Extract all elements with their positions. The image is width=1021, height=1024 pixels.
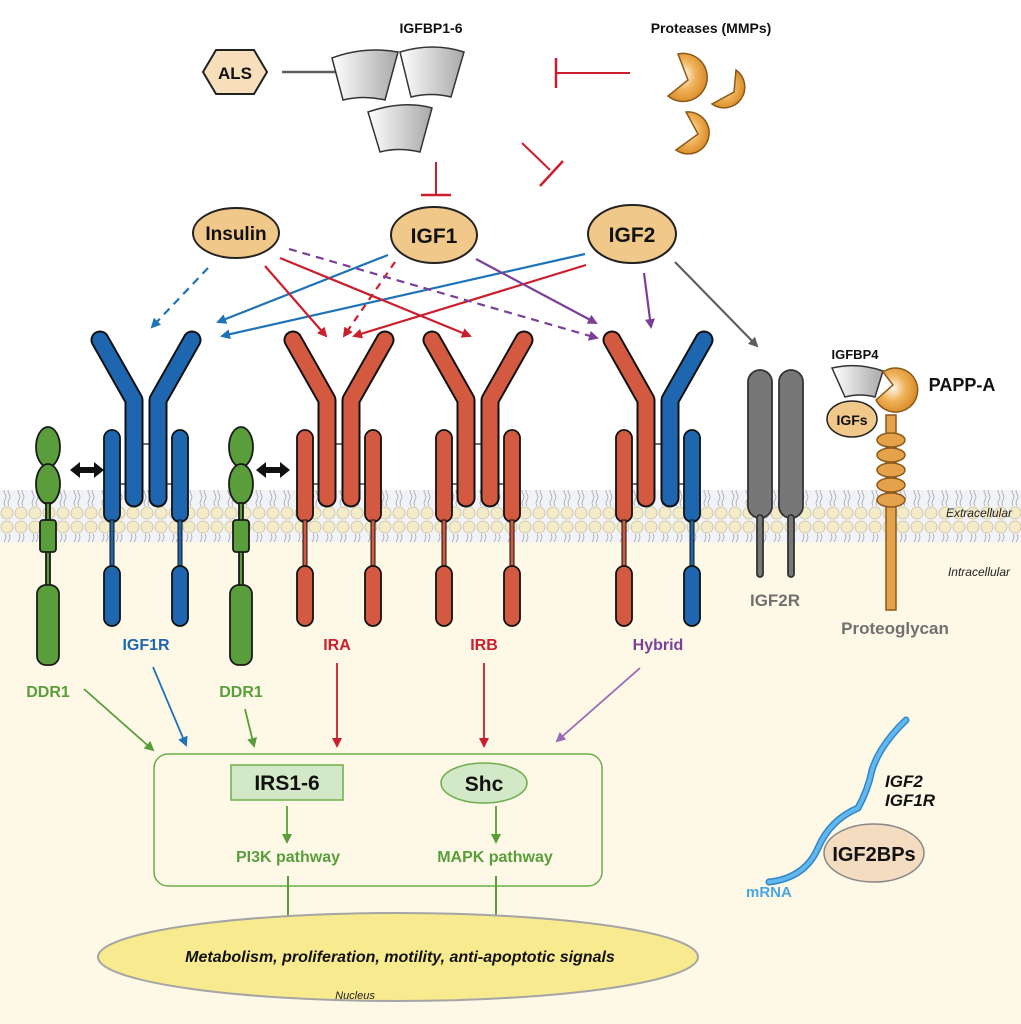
igf1-to-igf1r-arrow <box>216 253 389 324</box>
ddr1-right-downstream-arrow <box>244 708 257 748</box>
insulin-ligand: Insulin <box>192 207 280 259</box>
igf2bps-node <box>823 823 925 883</box>
hybrid-receptor <box>602 330 714 627</box>
alpha-subunit-right <box>480 330 534 627</box>
igf2-to-igf2r-arrow <box>674 261 759 348</box>
igf2-label: IGF2 <box>609 224 656 247</box>
igf2-to-igf1r-arrow <box>220 252 586 340</box>
mrna-label: mRNA <box>746 884 792 901</box>
shc-node <box>440 762 528 804</box>
alpha-subunit-left <box>602 330 656 627</box>
nucleus-outcome-text: Metabolism, proliferation, motility, ant… <box>185 949 615 966</box>
igf1-label: IGF1 <box>411 225 458 248</box>
igf2-to-hybrid-arrow <box>642 272 655 329</box>
ddr1-left-receptor <box>35 426 61 666</box>
igf2-ligand: IGF2 <box>587 204 677 264</box>
ddr1-left-label: DDR1 <box>26 684 70 701</box>
igf2-gene-label: IGF2 <box>885 772 923 791</box>
igfbp-label: IGFBP1-6 <box>399 20 462 36</box>
insulin-to-igf1r-arrow <box>150 267 209 329</box>
ira-label: IRA <box>323 637 351 654</box>
insulin-to-ira-arrow <box>264 265 328 338</box>
irb-receptor <box>422 330 534 627</box>
als-label: ALS <box>218 64 252 83</box>
igf1-to-hybrid-arrow <box>475 258 598 324</box>
pi3k-label: PI3K pathway <box>236 849 340 866</box>
igfs-ligand <box>826 400 878 438</box>
nucleus <box>97 912 699 1002</box>
igfs-label: IGFs <box>836 412 867 428</box>
downstream-arrows <box>83 663 641 752</box>
ddr1-left-downstream-arrow <box>83 688 155 752</box>
insulin-to-irb-arrow <box>279 256 472 338</box>
igf1r-gene-label: IGF1R <box>885 791 936 810</box>
igf1-ligand: IGF1 <box>390 206 478 264</box>
alpha-subunit-left <box>422 330 476 627</box>
shc-label: Shc <box>465 773 504 796</box>
intracellular-label: Intracellular <box>948 565 1011 579</box>
alpha-subunit-right <box>341 330 395 627</box>
igfbp4-label: IGFBP4 <box>832 347 880 362</box>
nucleus-label: Nucleus <box>335 990 375 1002</box>
ddr1-right-label: DDR1 <box>219 684 263 701</box>
igf1-to-ira-arrow <box>342 261 396 338</box>
alpha-subunit-left <box>90 330 144 627</box>
igf1r-receptor <box>90 330 202 627</box>
receptors-group <box>90 330 714 627</box>
signaling-box <box>153 753 603 887</box>
extracellular-label: Extracellular <box>946 506 1013 520</box>
alpha-subunit-right <box>148 330 202 627</box>
proteoglycan <box>876 414 906 611</box>
pappa-protease <box>875 367 919 413</box>
alpha-subunit-right <box>660 330 714 627</box>
insulin-label: Insulin <box>205 224 266 245</box>
ddr1-right-receptor <box>228 426 254 666</box>
proteoglycan-label: Proteoglycan <box>841 619 949 638</box>
igfbp-igf2-inhibit-line <box>521 142 551 171</box>
alpha-subunit-left <box>283 330 337 627</box>
ddr1-ira-crosstalk-arrow <box>256 462 290 478</box>
pappa-label: PAPP-A <box>929 375 996 395</box>
protease-icons <box>666 52 746 155</box>
mrna-strand-highlight <box>767 718 908 884</box>
mapk-label: MAPK pathway <box>437 849 553 866</box>
igf2r-receptor <box>747 369 804 578</box>
ddr1-igf1r-crosstalk-arrow <box>70 462 104 478</box>
proteases-label: Proteases (MMPs) <box>651 20 772 36</box>
als-node: ALS <box>201 49 269 95</box>
igf2r-label: IGF2R <box>750 591 800 610</box>
ira-receptor <box>283 330 395 627</box>
hybrid-label: Hybrid <box>633 637 684 654</box>
insulin-to-hybrid-arrow <box>288 247 599 341</box>
igfbp-igf2-inhibit-bar <box>539 160 564 187</box>
irs-node <box>230 764 344 801</box>
ligand-receptor-arrows <box>150 247 759 348</box>
igfbp-proteins <box>331 46 465 153</box>
irb-label: IRB <box>470 637 498 654</box>
igf2bps-label: IGF2BPs <box>832 844 915 866</box>
igf1r-label: IGF1R <box>122 637 170 654</box>
hybrid-downstream-arrow <box>555 667 641 743</box>
irs-label: IRS1-6 <box>254 772 319 795</box>
igfbp4-protein <box>830 364 884 398</box>
igf1r-downstream-arrow <box>152 666 188 747</box>
